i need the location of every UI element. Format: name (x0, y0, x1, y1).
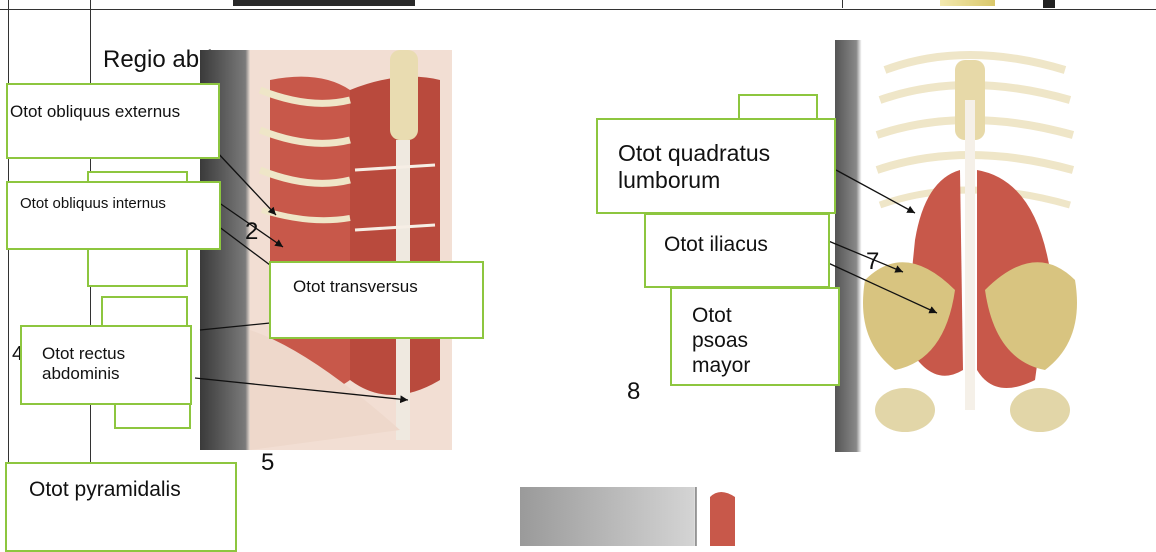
label-iliacus-text: Otot iliacus (664, 233, 768, 256)
label-iliacus[interactable]: Otot iliacus (644, 213, 830, 288)
marker-number-2: 2 (245, 218, 258, 246)
label-transversus[interactable]: Otot transversus (269, 261, 484, 339)
label-obliquus-internus[interactable]: Otot obliquus internus (6, 181, 221, 250)
label-quadratus-lumborum[interactable]: Otot quadratus lumborum (596, 118, 836, 214)
label-rectus-abdominis-text: Otot rectus abdominis (42, 344, 125, 383)
marker-number-8: 8 (627, 378, 640, 406)
label-transversus-text: Otot transversus (293, 277, 418, 296)
label-obliquus-externus-text: Otot obliquus externus (10, 102, 180, 121)
label-obliquus-internus-text: Otot obliquus internus (20, 195, 166, 212)
marker-number-4: 4 (12, 343, 20, 366)
label-psoas-mayor-text: Otot psoas mayor (692, 303, 762, 379)
marker-number-7: 7 (866, 248, 879, 276)
marker-number-5: 5 (261, 449, 274, 477)
label-quadratus-lumborum-text: Otot quadratus lumborum (618, 140, 770, 193)
label-pyramidalis-text: Otot pyramidalis (29, 478, 181, 501)
label-rectus-abdominis[interactable]: Otot rectus abdominis (20, 325, 192, 405)
label-obliquus-externus[interactable]: Otot obliquus externus (6, 83, 220, 159)
label-psoas-mayor[interactable]: Otot psoas mayor (670, 287, 840, 386)
label-pyramidalis[interactable]: Otot pyramidalis (5, 462, 237, 552)
